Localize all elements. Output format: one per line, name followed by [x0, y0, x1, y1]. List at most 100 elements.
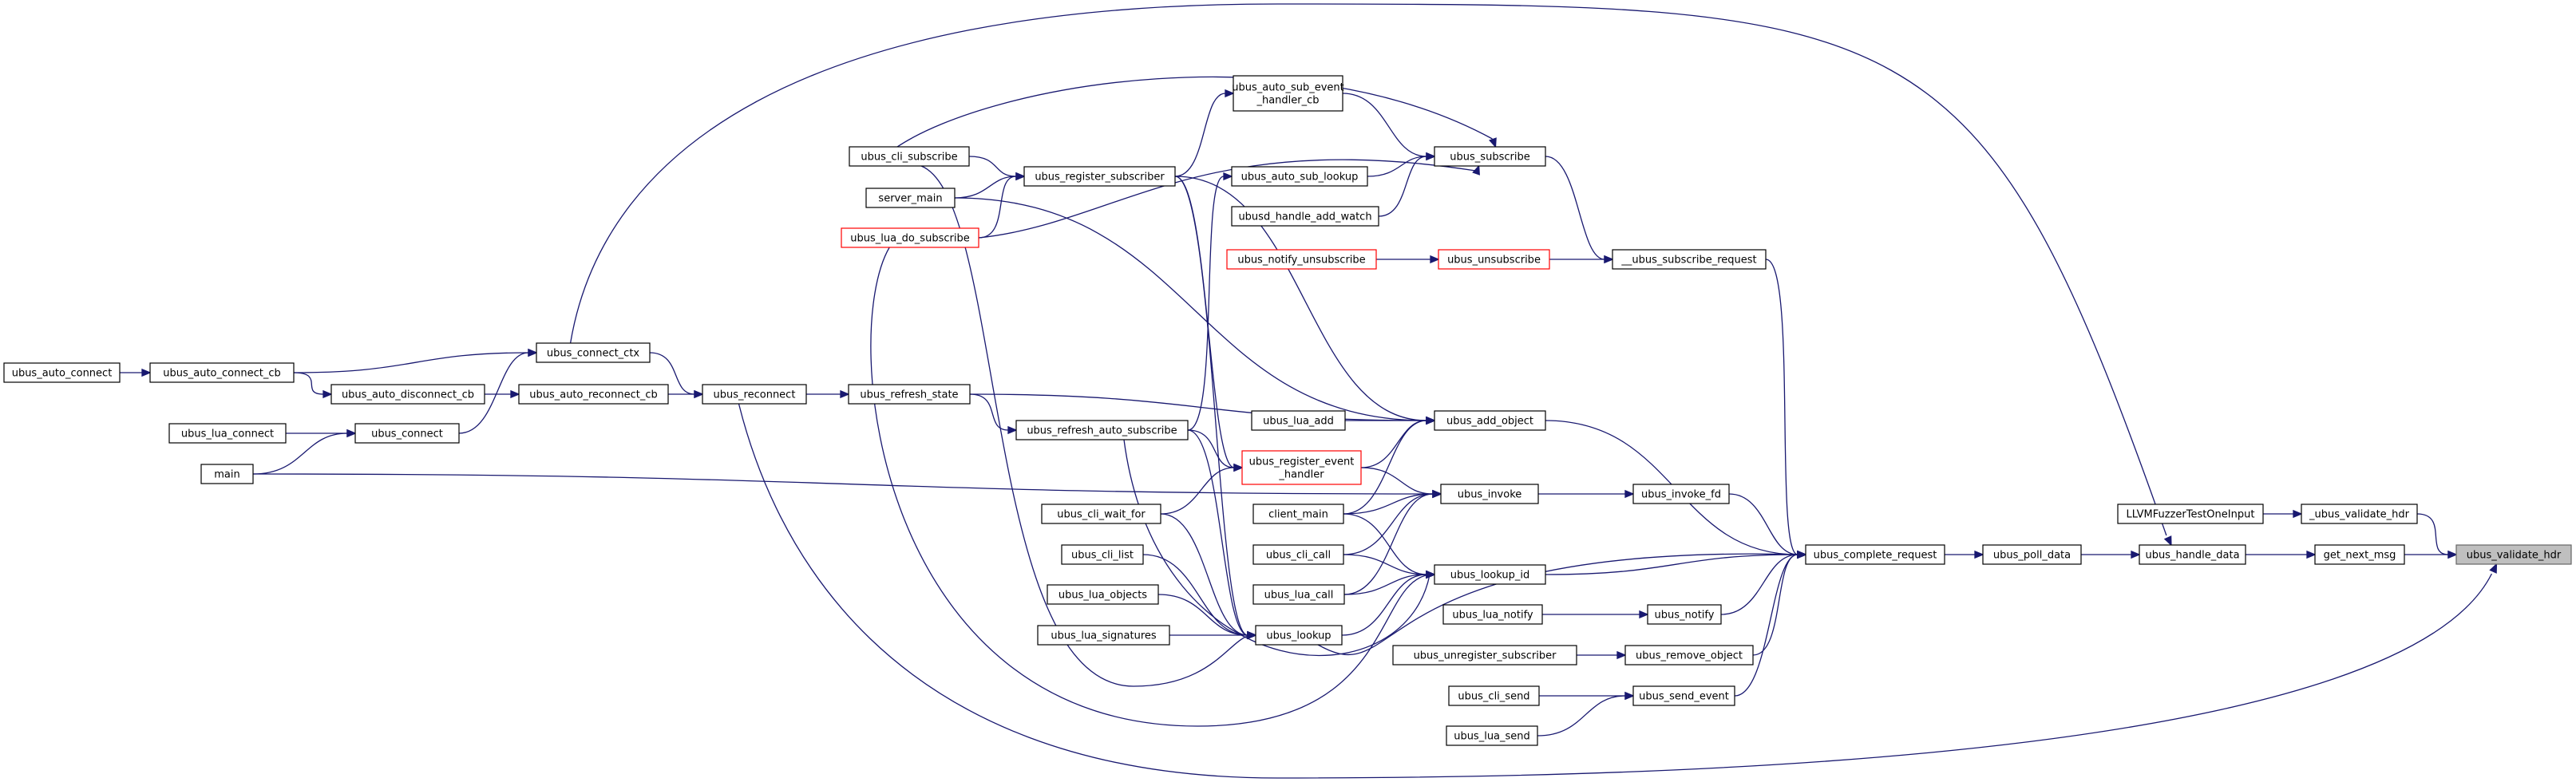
edge-arrowhead [1624, 691, 1635, 701]
edge-ubus_reconnect-to-ubus_refresh_state [806, 389, 850, 399]
node-ubus-cli-wait-for[interactable]: ubus_cli_wait_for [1041, 504, 1161, 524]
node-ubus-cli-send[interactable]: ubus_cli_send [1448, 685, 1540, 706]
node-label: ubus_cli_call [1266, 550, 1331, 562]
edge-arrowhead [1426, 152, 1436, 161]
node-label: ubus_send_event [1639, 691, 1729, 703]
edge-line [1174, 176, 1427, 421]
node-client-main[interactable]: client_main [1252, 504, 1344, 524]
edge-arrowhead [1015, 172, 1026, 181]
node-ubus-auto-sub-event-handler-cb[interactable]: ubus_auto_sub_event_handler_cb [1232, 75, 1344, 112]
edge-ubus_refresh_auto_subscribe-to-ubus_auto_sub_lookup [1187, 172, 1233, 431]
node-ubus-subscribe[interactable]: ubus_subscribe [1434, 146, 1546, 167]
edge-ubus_register_subscriber-to-ubus_auto_sub_event_handler_cb [1174, 89, 1235, 177]
node-box [1023, 166, 1176, 187]
node-ubus-add-object[interactable]: ubus_add_object [1434, 410, 1546, 431]
node-box [1434, 564, 1546, 585]
node-ubus-connect[interactable]: ubus_connect [354, 423, 460, 444]
node-ubus-unregister-subscriber[interactable]: ubus_unregister_subscriber [1392, 645, 1577, 665]
node-box [1251, 410, 1346, 431]
node-ubus-validate-hdr[interactable]: ubus_validate_hdr [2455, 544, 2572, 565]
node-ubus-send-event[interactable]: ubus_send_event [1632, 685, 1735, 706]
node-ubus-lua-connect[interactable]: ubus_lua_connect [168, 423, 287, 444]
edges-layer [119, 3, 2498, 779]
edge-arrowhead [1624, 489, 1635, 499]
node-ubus-lua-objects[interactable]: ubus_lua_objects [1047, 584, 1159, 605]
edge-line [1174, 176, 1248, 636]
node-ubus-lookup[interactable]: ubus_lookup [1255, 625, 1343, 646]
node-box [2117, 504, 2264, 524]
node-label: ubus_lookup [1266, 630, 1331, 642]
node-ubus-lua-signatures[interactable]: ubus_lua_signatures [1037, 625, 1170, 646]
node-ubus-complete-request[interactable]: ubus_complete_request [1805, 544, 1945, 565]
node-ubus-refresh-auto-subscribe[interactable]: ubus_refresh_auto_subscribe [1015, 420, 1189, 440]
node-ubus-cli-call[interactable]: ubus_cli_call [1252, 544, 1344, 565]
node-ubus-lua-send[interactable]: ubus_lua_send [1446, 725, 1538, 746]
node-ubus-register-event-handler[interactable]: ubus_register_event_handler [1241, 450, 1362, 485]
node-ubus-remove-object[interactable]: ubus_remove_object [1624, 645, 1754, 665]
node-box [1438, 249, 1550, 270]
node-box [200, 464, 254, 484]
node-label: _handler [1278, 469, 1324, 481]
edge-line [1343, 493, 1434, 595]
node-ubus-lua-notify[interactable]: ubus_lua_notify [1442, 604, 1543, 625]
node-ubus-register-subscriber[interactable]: ubus_register_subscriber [1023, 166, 1176, 187]
node-main[interactable]: main [200, 464, 254, 484]
node-box [1252, 504, 1344, 524]
node-ubus-handle-data[interactable]: ubus_handle_data [2139, 544, 2246, 565]
node-box [1233, 75, 1343, 112]
node-ubusd-handle-add-watch[interactable]: ubusd_handle_add_watch [1231, 206, 1379, 227]
edge-arrowhead [2306, 550, 2317, 559]
node-ubus-auto-disconnect-cb[interactable]: ubus_auto_disconnect_cb [330, 384, 485, 405]
node-ubus-reconnect[interactable]: ubus_reconnect [702, 384, 807, 405]
node-label: _ubus_validate_hdr [2309, 509, 2410, 521]
node-box [1392, 645, 1577, 665]
node-server-main[interactable]: server_main [865, 188, 956, 208]
node-ubus-unsubscribe[interactable]: ubus_unsubscribe [1438, 249, 1550, 270]
node-box [1442, 604, 1543, 625]
edge-arrowhead [2447, 550, 2458, 559]
node-get-next-msg[interactable]: get_next_msg [2314, 544, 2405, 565]
edge-line [649, 352, 695, 395]
node-ubus-auto-connect[interactable]: ubus_auto_connect [3, 362, 121, 383]
node-box [1041, 504, 1161, 524]
node-label: ubus_lua_add [1263, 416, 1334, 428]
node-ubus-validate-hdr[interactable]: _ubus_validate_hdr [2301, 504, 2418, 524]
node-box [1434, 146, 1546, 167]
node-ubus-connect-ctx[interactable]: ubus_connect_ctx [536, 342, 651, 363]
node-ubus-lua-call[interactable]: ubus_lua_call [1252, 584, 1345, 605]
edge-arrowhead [510, 389, 520, 399]
node-ubus-lua-do-subscribe[interactable]: ubus_lua_do_subscribe [841, 227, 979, 248]
node-ubus-auto-connect-cb[interactable]: ubus_auto_connect_cb [149, 362, 295, 383]
edge-line [1343, 513, 1427, 575]
edge-main-to-ubus_connect [252, 429, 357, 475]
edge-ubusd_handle_add_watch-to-ubus_subscribe [1378, 152, 1436, 217]
edge-LLVMFuzzerTestOneInput-to-_ubus_validate_hdr [2263, 509, 2303, 519]
node-box [1252, 544, 1344, 565]
node-ubus-poll-data[interactable]: ubus_poll_data [1982, 544, 2082, 565]
node-label: ubus_auto_sub_event [1232, 82, 1344, 94]
node-ubus-subscribe-request[interactable]: __ubus_subscribe_request [1612, 249, 1767, 270]
node-label: ubus_register_subscriber [1035, 172, 1165, 184]
node-ubus-auto-reconnect-cb[interactable]: ubus_auto_reconnect_cb [518, 384, 669, 405]
node-ubus-cli-subscribe[interactable]: ubus_cli_subscribe [849, 146, 970, 167]
node-ubus-lua-add[interactable]: ubus_lua_add [1251, 410, 1346, 431]
edge-line [458, 352, 529, 434]
edge-ubus_lua_notify-to-ubus_notify [1542, 610, 1649, 619]
edge-line [968, 156, 1017, 177]
node-ubus-refresh-state[interactable]: ubus_refresh_state [848, 384, 971, 405]
node-ubus-auto-sub-lookup[interactable]: ubus_auto_sub_lookup [1231, 166, 1368, 187]
edge-line [1343, 493, 1434, 555]
node-label: ubus_cli_wait_for [1057, 509, 1146, 521]
node-ubus-cli-list[interactable]: ubus_cli_list [1061, 544, 1144, 565]
node-label: ubusd_handle_add_watch [1238, 211, 1371, 223]
node-ubus-notify[interactable]: ubus_notify [1647, 604, 1722, 625]
node-label: __ubus_subscribe_request [1620, 255, 1756, 267]
node-ubus-notify-unsubscribe[interactable]: ubus_notify_unsubscribe [1226, 249, 1377, 270]
node-LLVMFuzzerTestOneInput[interactable]: LLVMFuzzerTestOneInput [2117, 504, 2264, 524]
edge-ubus_poll_data-to-ubus_handle_data [2081, 550, 2141, 559]
node-ubus-invoke[interactable]: ubus_invoke [1440, 484, 1539, 504]
edge-arrowhead [141, 368, 152, 377]
edge-ubus_cli_call-to-ubus_invoke [1343, 489, 1442, 555]
node-ubus-lookup-id[interactable]: ubus_lookup_id [1434, 564, 1546, 585]
node-ubus-invoke-fd[interactable]: ubus_invoke_fd [1632, 484, 1730, 504]
